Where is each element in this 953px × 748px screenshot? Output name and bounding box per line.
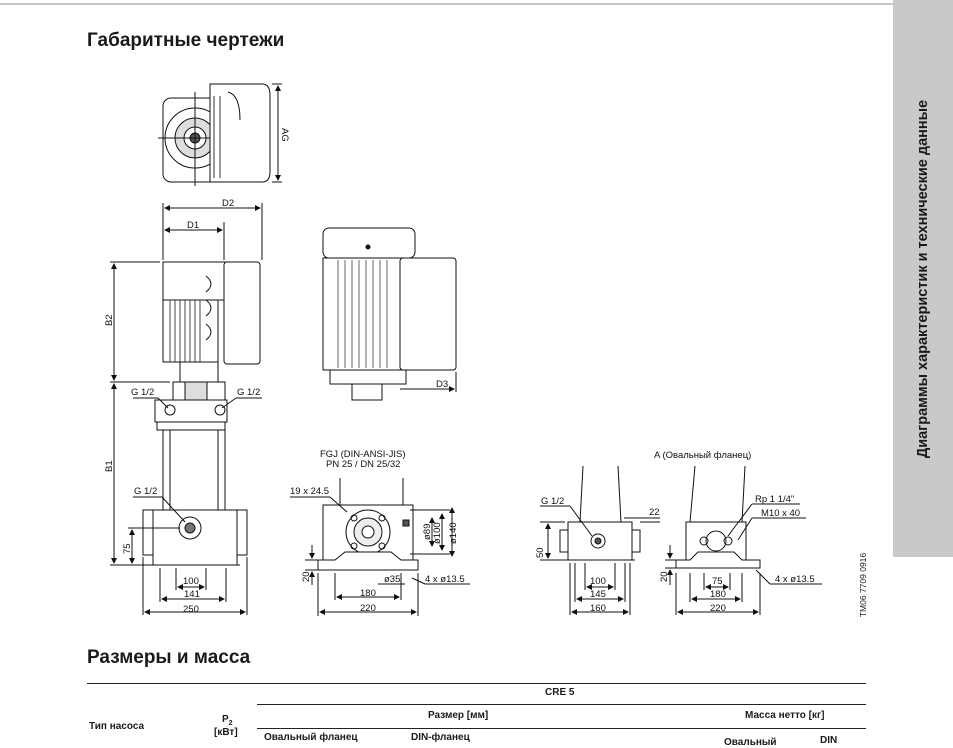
sidebar-tab — [893, 0, 953, 557]
col-mass: Масса нетто [кг] — [745, 710, 825, 721]
table-rule-mid — [257, 704, 866, 705]
col-mass-din: DIN — [820, 735, 838, 746]
a-22: 22 — [649, 507, 660, 518]
col-p2-unit: [кВт] — [214, 727, 238, 738]
table-group-header: CRE 5 — [545, 687, 575, 698]
table-rule-sub — [257, 728, 866, 729]
fgj-100: ø100 — [432, 522, 443, 544]
top-view — [158, 83, 282, 186]
a-rp: Rp 1 1/4" — [755, 494, 794, 505]
label-141: 141 — [184, 589, 200, 600]
col-p2: P2 — [222, 714, 233, 727]
label-d1: D1 — [187, 220, 199, 231]
sidebar-tab-title: Диаграммы характеристик и технические да… — [915, 99, 931, 458]
col-mass-oval: Овальный — [724, 737, 777, 748]
fgj-title: FGJ (DIN-ANSI-JIS) — [320, 449, 406, 460]
col-size: Размер [мм] — [428, 710, 489, 721]
section-title-drawings: Габаритные чертежи — [87, 30, 285, 51]
label-b2: B2 — [104, 314, 115, 326]
section-title-dimensions: Размеры и масса — [87, 647, 251, 668]
a-4x: 4 x ø13.5 — [775, 574, 815, 585]
a-100: 100 — [590, 576, 606, 587]
fgj-89: ø89 — [422, 524, 433, 540]
label-g12-left: G 1/2 — [131, 387, 154, 398]
a-20: 20 — [659, 571, 670, 582]
oval-flange-view-right — [665, 465, 822, 615]
label-g12-low: G 1/2 — [134, 486, 157, 497]
fgj-220: 220 — [360, 603, 376, 614]
fgj-pn: PN 25 / DN 25/32 — [326, 459, 400, 470]
a-50: 50 — [535, 547, 546, 558]
label-ag: AG — [279, 128, 290, 142]
col-size-oval: Овальный фланец — [264, 732, 358, 743]
oval-flange-view-left — [540, 465, 660, 615]
a-160: 160 — [590, 603, 606, 614]
col-size-din: DIN-фланец — [411, 732, 470, 743]
front-view — [110, 203, 263, 615]
label-d2: D2 — [222, 198, 234, 209]
col-pump-type: Тип насоса — [89, 721, 145, 732]
top-rule — [0, 3, 893, 5]
fgj-20: 20 — [301, 571, 312, 582]
a-75: 75 — [712, 576, 723, 587]
a-145: 145 — [590, 589, 606, 600]
fgj-4x: 4 x ø13.5 — [425, 574, 465, 585]
side-view — [322, 227, 457, 401]
fgj-180: 180 — [360, 588, 376, 599]
a-180: 180 — [710, 589, 726, 600]
drawing-code: TM06 7709 0916 — [858, 552, 868, 618]
fgj-140: ø140 — [448, 522, 459, 544]
a-m10: M10 x 40 — [761, 508, 800, 519]
label-100: 100 — [183, 576, 199, 587]
table-rule-top — [87, 683, 866, 684]
fgj-flange-view — [290, 478, 470, 616]
fgj-35: ø35 — [384, 574, 400, 585]
fgj-holes: 19 x 24.5 — [290, 486, 329, 497]
a-g12: G 1/2 — [541, 496, 564, 507]
label-g12-right: G 1/2 — [237, 387, 260, 398]
label-250: 250 — [183, 604, 199, 615]
label-75: 75 — [122, 543, 133, 554]
label-b1: B1 — [104, 460, 115, 472]
label-d3: D3 — [436, 379, 448, 390]
dimension-drawings: AG D2 D1 B2 B1 75 G 1/2 G 1/2 G 1/2 100 … — [104, 83, 822, 616]
a-220: 220 — [710, 603, 726, 614]
a-title: A (Овальный фланец) — [654, 450, 751, 461]
